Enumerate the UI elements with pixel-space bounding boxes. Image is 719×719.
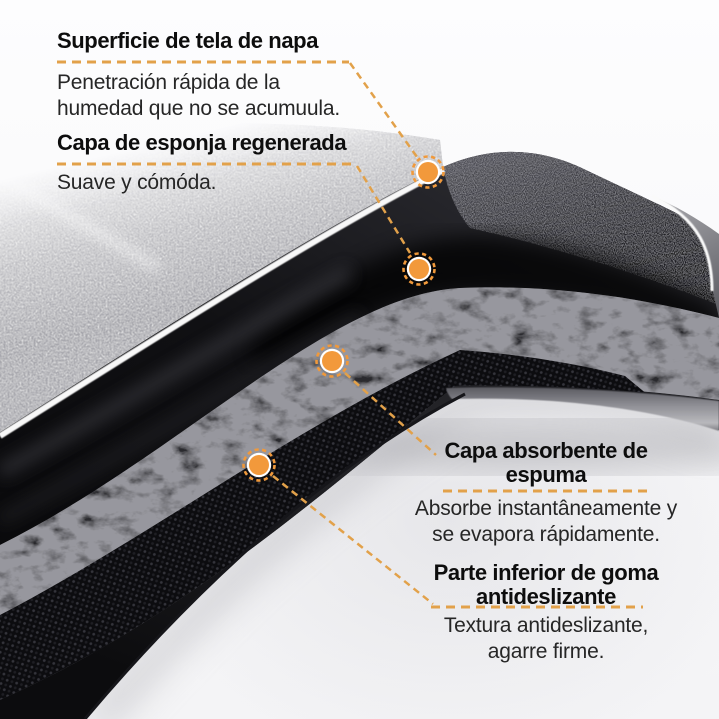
marker-dot [322,351,342,371]
callout-rubber-title-line1: Parte inferior de goma [433,560,659,585]
callout-foam-desc: Absorbe instantâneamente y se evapora rá… [388,496,704,548]
napa-fold-highlight [0,169,161,272]
callout-foam-title: Capa absorbente de espuma [388,439,704,487]
layer-mesh-rubber [0,350,648,700]
marker-dot [418,162,438,182]
callout-foam-desc-line1: Absorbe instantâneamente y [414,497,678,520]
marker-rubber-icon [242,448,276,482]
marker-foam-icon [315,344,349,378]
marker-dot [409,259,429,279]
marker-dashed-ring [242,448,276,482]
leader-foam [344,372,437,456]
callout-rubber-desc-line1: Textura antideslizante, [443,614,649,637]
marker-sponge-icon [402,252,436,286]
napa-white-edge [0,167,446,439]
callout-rubber-desc: Textura antideslizante, agarre firme. [388,613,704,665]
sponge-highlight-2 [0,311,362,524]
marker-dashed-ring [411,155,445,189]
bottom-curl-edge [446,387,719,431]
layer-rubber-bottom [0,385,719,719]
callout-foam-desc-line2: se evapora rápidamente. [432,523,660,546]
sponge-crest-face [443,151,719,305]
layer-napa-surface [0,123,443,433]
callout-napa-desc-line2: humedad que no se acumuula. [57,97,340,120]
callout-rubber-title-line2: antideslizante [476,584,616,609]
callout-rubber-title: Parte inferior de goma antideslizante [388,561,704,609]
top-roll-white-seam [651,194,714,292]
callout-sponge-desc-line1: Suave y cómóda. [57,171,217,194]
callout-foam-title-line2: espuma [505,462,587,487]
callout-napa-desc-line1: Penetración rápida de la [57,71,280,94]
callout-rubber-desc-line2: agarre firme. [487,640,605,663]
layer-markers [242,155,445,482]
bottom-silhouette-line [83,392,466,719]
under-crest-shadow [250,235,719,362]
marker-dashed-ring [315,344,349,378]
marker-napa-icon [411,155,445,189]
top-roll-edge [652,196,719,318]
sponge-highlight [0,266,354,478]
leader-napa [348,62,419,158]
leader-lines [57,60,651,609]
callout-sponge-title: Capa de esponja regenerada [57,130,347,155]
napa-shading [0,123,443,433]
marker-dot [249,455,269,475]
callout-foam-title-line1: Capa absorbente de [444,438,648,463]
leader-sponge [355,165,412,254]
callout-sponge-desc: Suave y cómóda. [57,170,216,196]
marker-dashed-ring [402,252,436,286]
callout-napa-title: Superficie de tela de napa [57,28,319,53]
leader-rubber [272,475,434,605]
callout-napa-desc: Penetración rápida de la humedad que no … [57,70,340,122]
